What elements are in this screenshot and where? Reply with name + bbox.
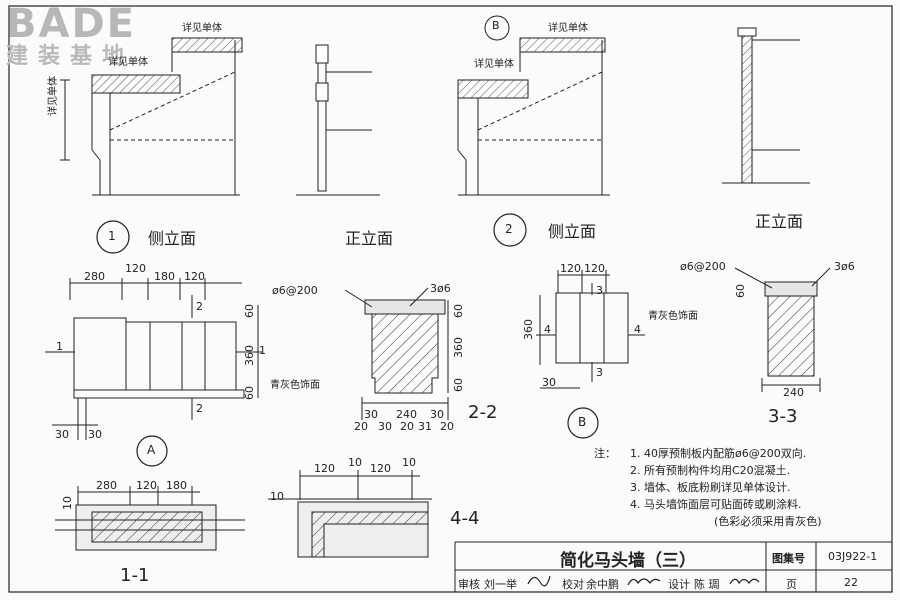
section-mark-2: 2 [196, 402, 203, 415]
sheet-border [8, 5, 893, 593]
atlas-number: 03J922-1 [828, 550, 878, 563]
dim-label: 10 [402, 456, 416, 469]
dim-label: 20 [400, 420, 414, 433]
dim-label: 240 [783, 386, 804, 399]
plan-A [45, 278, 262, 440]
note-item: (色彩必须采用青灰色) [714, 515, 822, 528]
design-label: 设计 [668, 578, 690, 591]
notes-heading: 注： [594, 447, 616, 460]
dim-label: 120 [314, 462, 335, 475]
front-elevation-1 [296, 44, 380, 196]
ref-circle-2 [493, 213, 527, 247]
dim-rebar: ø6@200 [272, 284, 318, 297]
callout-see-unit: 详见单体 [474, 59, 514, 70]
front-elevation-2-label: 正立面 [755, 212, 804, 231]
ref-num-2: 2 [505, 222, 513, 236]
section-mark-1: 1 [259, 344, 266, 357]
ref-B-top: B [492, 19, 500, 32]
page-label: 页 [786, 578, 797, 591]
dim-label: 30 [55, 428, 69, 441]
atlas-label: 图集号 [772, 552, 805, 565]
dim-label: 20 [354, 420, 368, 433]
drawing-title: 简化马头墙（三） [560, 551, 696, 571]
dim-label: 30 [430, 408, 444, 421]
note-item: 3. 墙体、板底粉刷详见单体设计. [630, 481, 791, 494]
callout-see-unit: 详见单体 [182, 23, 222, 34]
dim-label: 30 [378, 420, 392, 433]
plan-B [536, 270, 645, 389]
dim-label: 120 [125, 262, 146, 275]
dim-label: 280 [96, 479, 117, 492]
dim-label: 20 [440, 420, 454, 433]
dim-label: 280 [84, 270, 105, 283]
section-title-4-4: 4-4 [450, 508, 480, 529]
side-elevation-2 [457, 15, 610, 196]
side-elevation-2-label: 侧立面 [548, 222, 597, 241]
checker-signature [627, 578, 661, 586]
page-number: 22 [844, 576, 858, 589]
callout-see-unit: 详见单体 [548, 23, 588, 34]
callout-see-unit: 详见单体 [108, 57, 148, 68]
section-2-2 [344, 287, 449, 420]
side-elevation-1 [60, 37, 243, 196]
review-name: 刘一举 [484, 578, 517, 591]
dim-rebar: ø6@200 [680, 260, 726, 273]
dim-label: 31 [418, 420, 432, 433]
check-name: 余中鹏 [586, 578, 619, 591]
dim-label: 240 [396, 408, 417, 421]
dim-label: 30 [364, 408, 378, 421]
note-item: 2. 所有预制构件均用C20混凝土. [630, 464, 791, 477]
dim-bars: 3ø6 [430, 282, 451, 295]
dim-label: 10 [348, 456, 362, 469]
dim-label: 30 [542, 376, 556, 389]
note-item: 1. 40厚预制板内配筋ø6@200双向. [630, 447, 807, 460]
dim-label: 120 [136, 479, 157, 492]
ref-circle-A [136, 435, 168, 467]
ref-circle-1 [96, 220, 130, 254]
section-mark-4: 4 [544, 323, 551, 336]
section-mark-4: 4 [634, 323, 641, 336]
note-item: 4. 马头墙饰面层可贴面砖或刷涂料. [630, 498, 802, 511]
section-3-3 [734, 267, 831, 392]
dim-bars: 3ø6 [834, 260, 855, 273]
section-1-1 [55, 486, 245, 551]
dim-label: 10 [270, 490, 284, 503]
review-label: 审核 [458, 578, 480, 591]
dim-label: 120 [184, 270, 205, 283]
front-elevation-2 [722, 27, 810, 184]
dim-label: 120 [560, 262, 581, 275]
dim-label: 180 [166, 479, 187, 492]
section-mark-3: 3 [596, 366, 603, 379]
check-label: 校对 [562, 578, 584, 591]
designer-signature [729, 578, 760, 585]
reviewer-signature [527, 575, 551, 587]
front-elevation-1-label: 正立面 [345, 229, 394, 248]
side-elevation-1-label: 侧立面 [148, 229, 197, 248]
ref-A: A [147, 443, 156, 457]
dim-label: 180 [154, 270, 175, 283]
section-mark-1: 1 [56, 340, 63, 353]
ref-B: B [578, 415, 587, 429]
dim-label: 30 [88, 428, 102, 441]
dim-label: 120 [584, 262, 605, 275]
logo-subtitle: 建装基地 [6, 44, 135, 69]
section-mark-3: 3 [596, 284, 603, 297]
section-title-3-3: 3-3 [768, 406, 798, 427]
dim-label: 120 [370, 462, 391, 475]
callout-finish: 青灰色饰面 [648, 311, 698, 322]
design-name: 陈 琱 [694, 578, 720, 591]
title-block-lines [454, 541, 892, 592]
section-4-4 [268, 470, 432, 558]
logo-wordmark: BADE [6, 1, 136, 47]
brand-logo: BADE 建装基地 [6, 4, 136, 70]
callout-finish: 青灰色饰面 [270, 380, 320, 391]
section-title-2-2: 2-2 [468, 402, 498, 423]
ref-circle-B [567, 407, 599, 439]
section-mark-2: 2 [196, 300, 203, 313]
section-title-1-1: 1-1 [120, 565, 150, 586]
ref-num-1: 1 [108, 229, 116, 243]
